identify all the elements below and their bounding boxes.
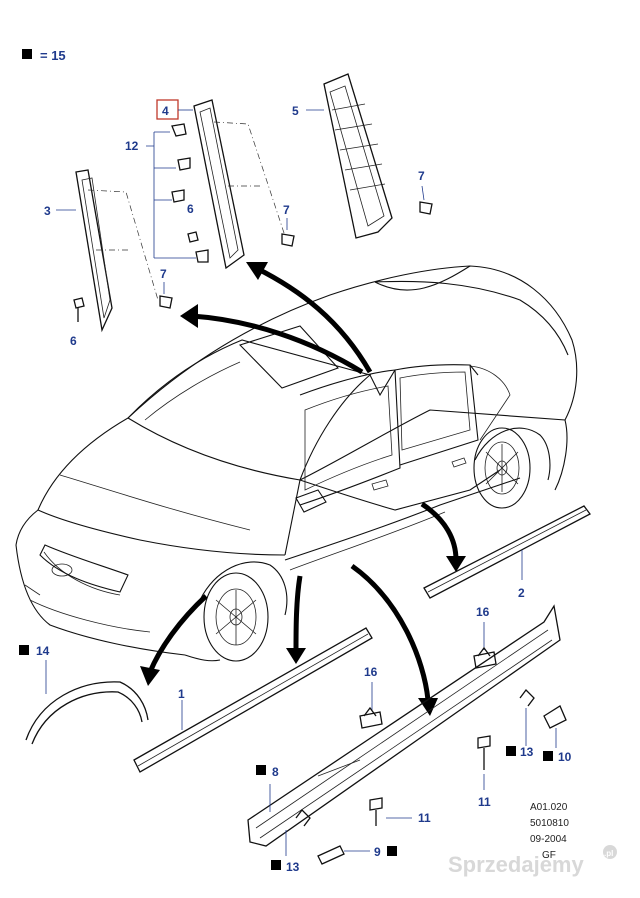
ref-line-2: 5010810: [530, 818, 569, 829]
callout-13a: 13: [520, 745, 534, 759]
ref-line-1: A01.020: [530, 802, 568, 813]
callout-4: 4: [162, 104, 169, 118]
legend-square-icon: [543, 751, 553, 761]
part-4-center-pillar: 4 12 6 7: [125, 99, 295, 270]
part-2-moulding: 2: [423, 505, 591, 600]
callout-12: 12: [125, 139, 139, 153]
callout-11b: 11: [418, 811, 431, 825]
callout-14: 14: [36, 644, 50, 658]
watermark: Sprzedajemy .pl: [448, 845, 617, 877]
watermark-text: Sprzedajemy: [448, 852, 584, 877]
legend-square-icon: [19, 645, 29, 655]
callout-13b: 13: [286, 860, 300, 874]
callout-16a: 16: [476, 605, 490, 619]
callout-11a: 11: [478, 795, 491, 809]
reference-block: A01.020 5010810 09-2004 GF: [530, 802, 569, 861]
legend-square-icon: [256, 765, 266, 775]
ref-line-3: 09-2004: [530, 834, 567, 845]
part-1-moulding: 1: [133, 627, 373, 773]
callout-7a: 7: [160, 267, 167, 281]
callout-4-box: [156, 99, 179, 120]
callout-5: 5: [292, 104, 299, 118]
callout-9: 9: [374, 845, 381, 859]
legend-square-icon: [387, 846, 397, 856]
callout-6b: 6: [187, 202, 194, 216]
pointer-arrows: [140, 262, 466, 716]
callout-8: 8: [272, 765, 279, 779]
callout-1: 1: [178, 687, 185, 701]
part-10-13-fasteners: 10 13: [506, 705, 572, 764]
car-illustration: [15, 265, 578, 662]
callout-2: 2: [518, 586, 525, 600]
callout-16b: 16: [364, 665, 378, 679]
part-11-screws: 11 11: [369, 735, 491, 826]
callout-10: 10: [558, 750, 572, 764]
part-3-pillar-trim: 3 6 7: [44, 169, 173, 348]
legend-square-icon: [271, 860, 281, 870]
legend-square-icon: [22, 49, 32, 59]
callout-3: 3: [44, 204, 51, 218]
callout-7b: 7: [283, 203, 290, 217]
legend-square-icon: [506, 746, 516, 756]
callout-6a: 6: [70, 334, 77, 348]
part-14-wheel-arch: 14: [19, 644, 149, 745]
watermark-dot-icon: [603, 845, 617, 859]
part-8-sill: 8: [247, 604, 561, 847]
part-5-rear-trim: 5 7: [292, 73, 433, 239]
callout-7c: 7: [418, 169, 425, 183]
ref-line-4: GF: [542, 850, 556, 861]
part-9-13-bottom: 9 13: [271, 830, 397, 874]
legend-text: = 15: [40, 48, 66, 63]
watermark-badge: .pl: [604, 849, 613, 858]
part-16-clips: 16 16: [359, 605, 497, 729]
